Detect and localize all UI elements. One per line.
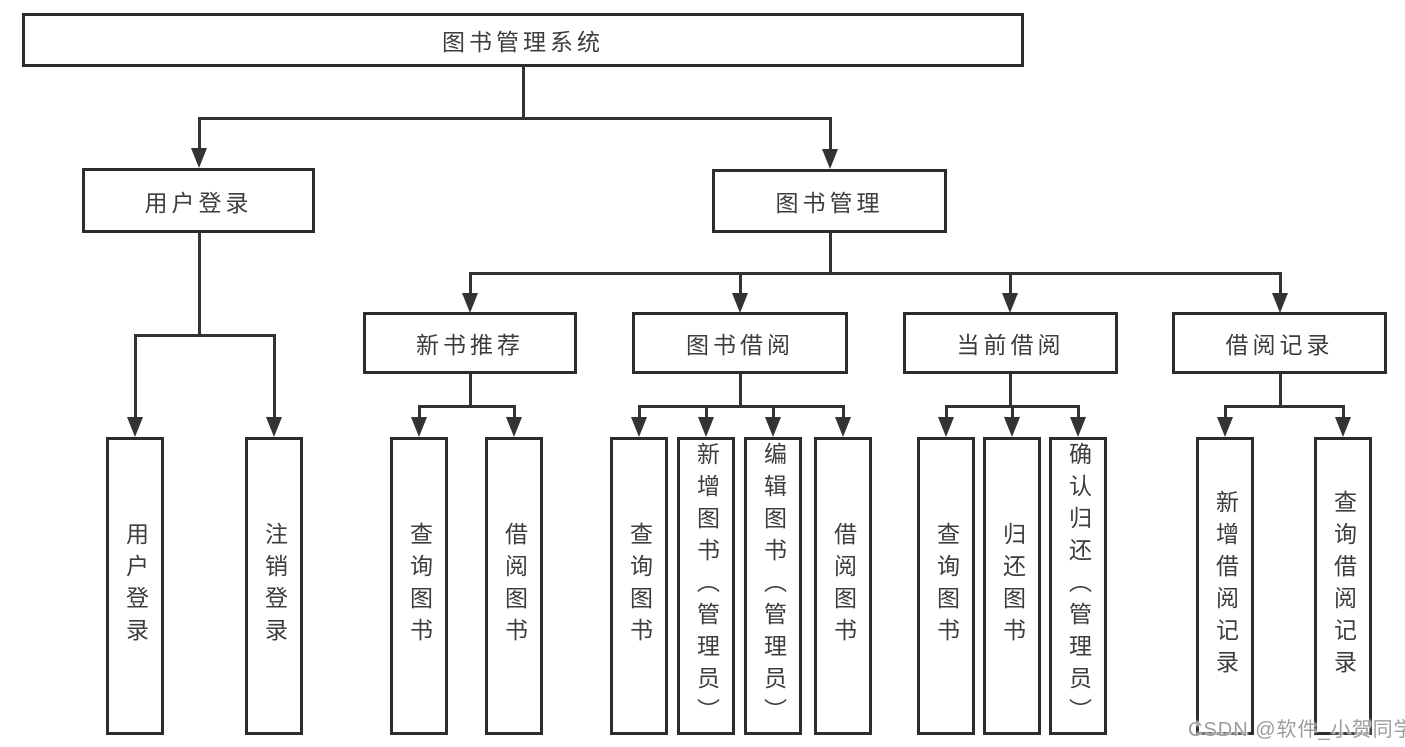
connector-hline — [469, 272, 1282, 275]
node-book-management: 图书管理 — [712, 169, 947, 233]
csdn-watermark: CSDN @软件_小贺同学 — [1188, 719, 1405, 741]
connector-vline — [638, 406, 641, 418]
leaf-label: 借阅图书 — [830, 522, 857, 650]
connector-vline — [198, 118, 201, 149]
connector-vline — [1009, 273, 1012, 294]
leaf-query-books-current: 查询图书 — [917, 437, 975, 735]
node-book-borrowing: 图书借阅 — [632, 312, 848, 374]
leaf-label: 借阅图书 — [501, 522, 528, 650]
connector-vline — [134, 335, 137, 418]
connector-hline — [638, 405, 845, 408]
leaf-label: 查询借阅记录 — [1330, 490, 1357, 682]
node-borrowing-records-label: 借阅记录 — [1225, 332, 1334, 358]
leaf-label: 编辑图书（管理员） — [760, 442, 787, 730]
leaf-label: 确认归还（管理员） — [1065, 442, 1092, 730]
connector-vline — [739, 373, 742, 407]
leaf-borrow-books: 借阅图书 — [814, 437, 872, 735]
node-new-book-recommend: 新书推荐 — [363, 312, 577, 374]
arrowhead-down — [191, 148, 207, 168]
arrowhead-down — [1217, 417, 1233, 437]
leaf-logout-label: 注销登录 — [261, 522, 288, 650]
connector-vline — [829, 118, 832, 150]
arrowhead-down — [1004, 417, 1020, 437]
arrowhead-down — [835, 417, 851, 437]
connector-vline — [1077, 406, 1080, 418]
connector-hline — [418, 405, 516, 408]
connector-vline — [1224, 406, 1227, 418]
connector-vline — [1342, 406, 1345, 418]
arrowhead-down — [631, 417, 647, 437]
leaf-edit-books-admin: 编辑图书（管理员） — [744, 437, 802, 735]
leaf-label: 查询图书 — [406, 522, 433, 650]
connector-hline — [1224, 405, 1345, 408]
leaf-query-books-recommend: 查询图书 — [390, 437, 448, 735]
node-new-book-recommend-label: 新书推荐 — [416, 332, 524, 358]
connector-hline — [198, 117, 832, 120]
connector-vline — [739, 273, 742, 294]
connector-vline — [842, 406, 845, 418]
leaf-label: 新增借阅记录 — [1212, 490, 1239, 682]
connector-vline — [1279, 273, 1282, 294]
arrowhead-down — [411, 417, 427, 437]
connector-vline — [945, 406, 948, 418]
leaf-confirm-return-admin: 确认归还（管理员） — [1049, 437, 1107, 735]
connector-vline — [522, 66, 525, 119]
arrowhead-down — [732, 293, 748, 313]
connector-vline — [1009, 373, 1012, 407]
connector-vline — [198, 232, 201, 336]
leaf-add-books-admin: 新增图书（管理员） — [677, 437, 735, 735]
arrowhead-down — [462, 293, 478, 313]
arrowhead-down — [127, 417, 143, 437]
node-user-login-label: 用户登录 — [144, 189, 253, 216]
leaf-user-login: 用户登录 — [106, 437, 164, 735]
connector-vline — [273, 335, 276, 418]
node-current-borrowing-label: 当前借阅 — [956, 332, 1065, 358]
node-borrowing-records: 借阅记录 — [1172, 312, 1387, 374]
leaf-query-books-borrowing: 查询图书 — [610, 437, 668, 735]
connector-vline — [772, 406, 775, 418]
connector-vline — [418, 406, 421, 418]
connector-vline — [1011, 406, 1014, 418]
leaf-user-login-label: 用户登录 — [122, 522, 149, 650]
node-library-system-label: 图书管理系统 — [442, 29, 604, 55]
connector-vline — [705, 406, 708, 418]
leaf-label: 归还图书 — [999, 522, 1026, 650]
connector-vline — [513, 406, 516, 418]
leaf-return-books: 归还图书 — [983, 437, 1041, 735]
leaf-label: 查询图书 — [626, 522, 653, 650]
leaf-label: 新增图书（管理员） — [693, 442, 720, 730]
arrowhead-down — [765, 417, 781, 437]
leaf-borrow-books-recommend: 借阅图书 — [485, 437, 543, 735]
connector-vline — [469, 373, 472, 407]
arrowhead-down — [1070, 417, 1086, 437]
connector-vline — [1279, 373, 1282, 407]
arrowhead-down — [1272, 293, 1288, 313]
arrowhead-down — [822, 149, 838, 169]
leaf-query-borrow-record: 查询借阅记录 — [1314, 437, 1372, 735]
arrowhead-down — [1002, 293, 1018, 313]
arrowhead-down — [1335, 417, 1351, 437]
node-book-borrowing-label: 图书借阅 — [686, 332, 794, 358]
leaf-logout: 注销登录 — [245, 437, 303, 735]
connector-vline — [469, 273, 472, 294]
node-library-system: 图书管理系统 — [22, 13, 1024, 67]
arrowhead-down — [506, 417, 522, 437]
node-book-management-label: 图书管理 — [775, 190, 884, 216]
connector-hline — [134, 334, 276, 337]
node-current-borrowing: 当前借阅 — [903, 312, 1118, 374]
leaf-add-borrow-record: 新增借阅记录 — [1196, 437, 1254, 735]
arrowhead-down — [938, 417, 954, 437]
leaf-label: 查询图书 — [933, 522, 960, 650]
arrowhead-down — [266, 417, 282, 437]
node-user-login: 用户登录 — [82, 168, 315, 233]
arrowhead-down — [698, 417, 714, 437]
connector-vline — [829, 232, 832, 274]
